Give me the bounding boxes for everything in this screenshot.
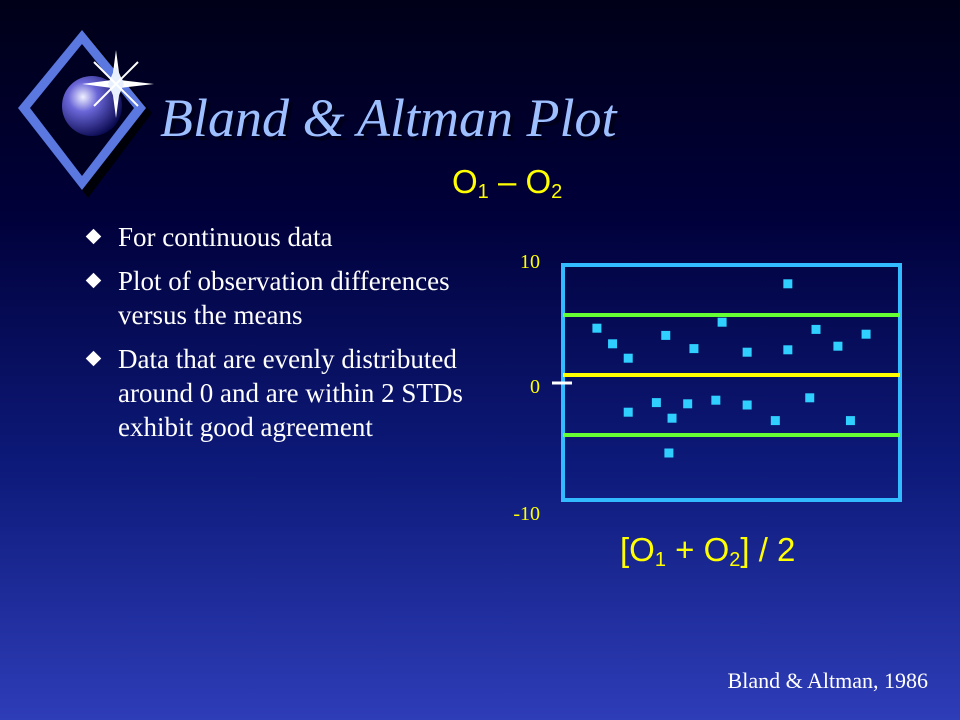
data-point (717, 317, 727, 327)
data-point (667, 413, 677, 423)
data-point (623, 407, 633, 417)
data-point (711, 395, 721, 405)
data-point (623, 353, 633, 363)
sparkle-diamond-icon (18, 30, 154, 198)
bullet-text: Plot of observation differences versus t… (118, 266, 450, 330)
data-point (845, 416, 855, 426)
data-point (861, 329, 871, 339)
data-point (689, 344, 699, 354)
bullet-list: For continuous data Plot of observation … (84, 220, 464, 454)
data-point (683, 399, 693, 409)
data-point (811, 324, 821, 334)
x-axis-label: [O1 + O2] / 2 (620, 531, 796, 571)
data-point (770, 416, 780, 426)
y-tick-label: 0 (530, 376, 540, 398)
data-point (783, 279, 793, 289)
data-point (592, 323, 602, 333)
bullet-text: For continuous data (118, 222, 333, 252)
bullet-item: For continuous data (84, 220, 464, 254)
data-point (783, 345, 793, 355)
source-citation: Bland & Altman, 1986 (727, 668, 928, 693)
data-point (742, 347, 752, 357)
data-point (805, 393, 815, 403)
slide-title: Bland & Altman Plot (160, 88, 617, 148)
bullet-item: Data that are evenly distributed around … (84, 342, 464, 444)
bullet-item: Plot of observation differences versus t… (84, 264, 464, 332)
data-point (742, 400, 752, 410)
y-tick-label: -10 (513, 503, 540, 525)
data-point (661, 330, 671, 340)
y-tick-label: 10 (520, 251, 540, 273)
data-point (664, 448, 674, 458)
data-point (833, 341, 843, 351)
bullet-text: Data that are evenly distributed around … (118, 344, 463, 442)
y-axis-label: O1 – O2 (452, 163, 563, 203)
data-point (608, 339, 618, 349)
data-point (651, 398, 661, 408)
plot-frame (561, 263, 902, 502)
